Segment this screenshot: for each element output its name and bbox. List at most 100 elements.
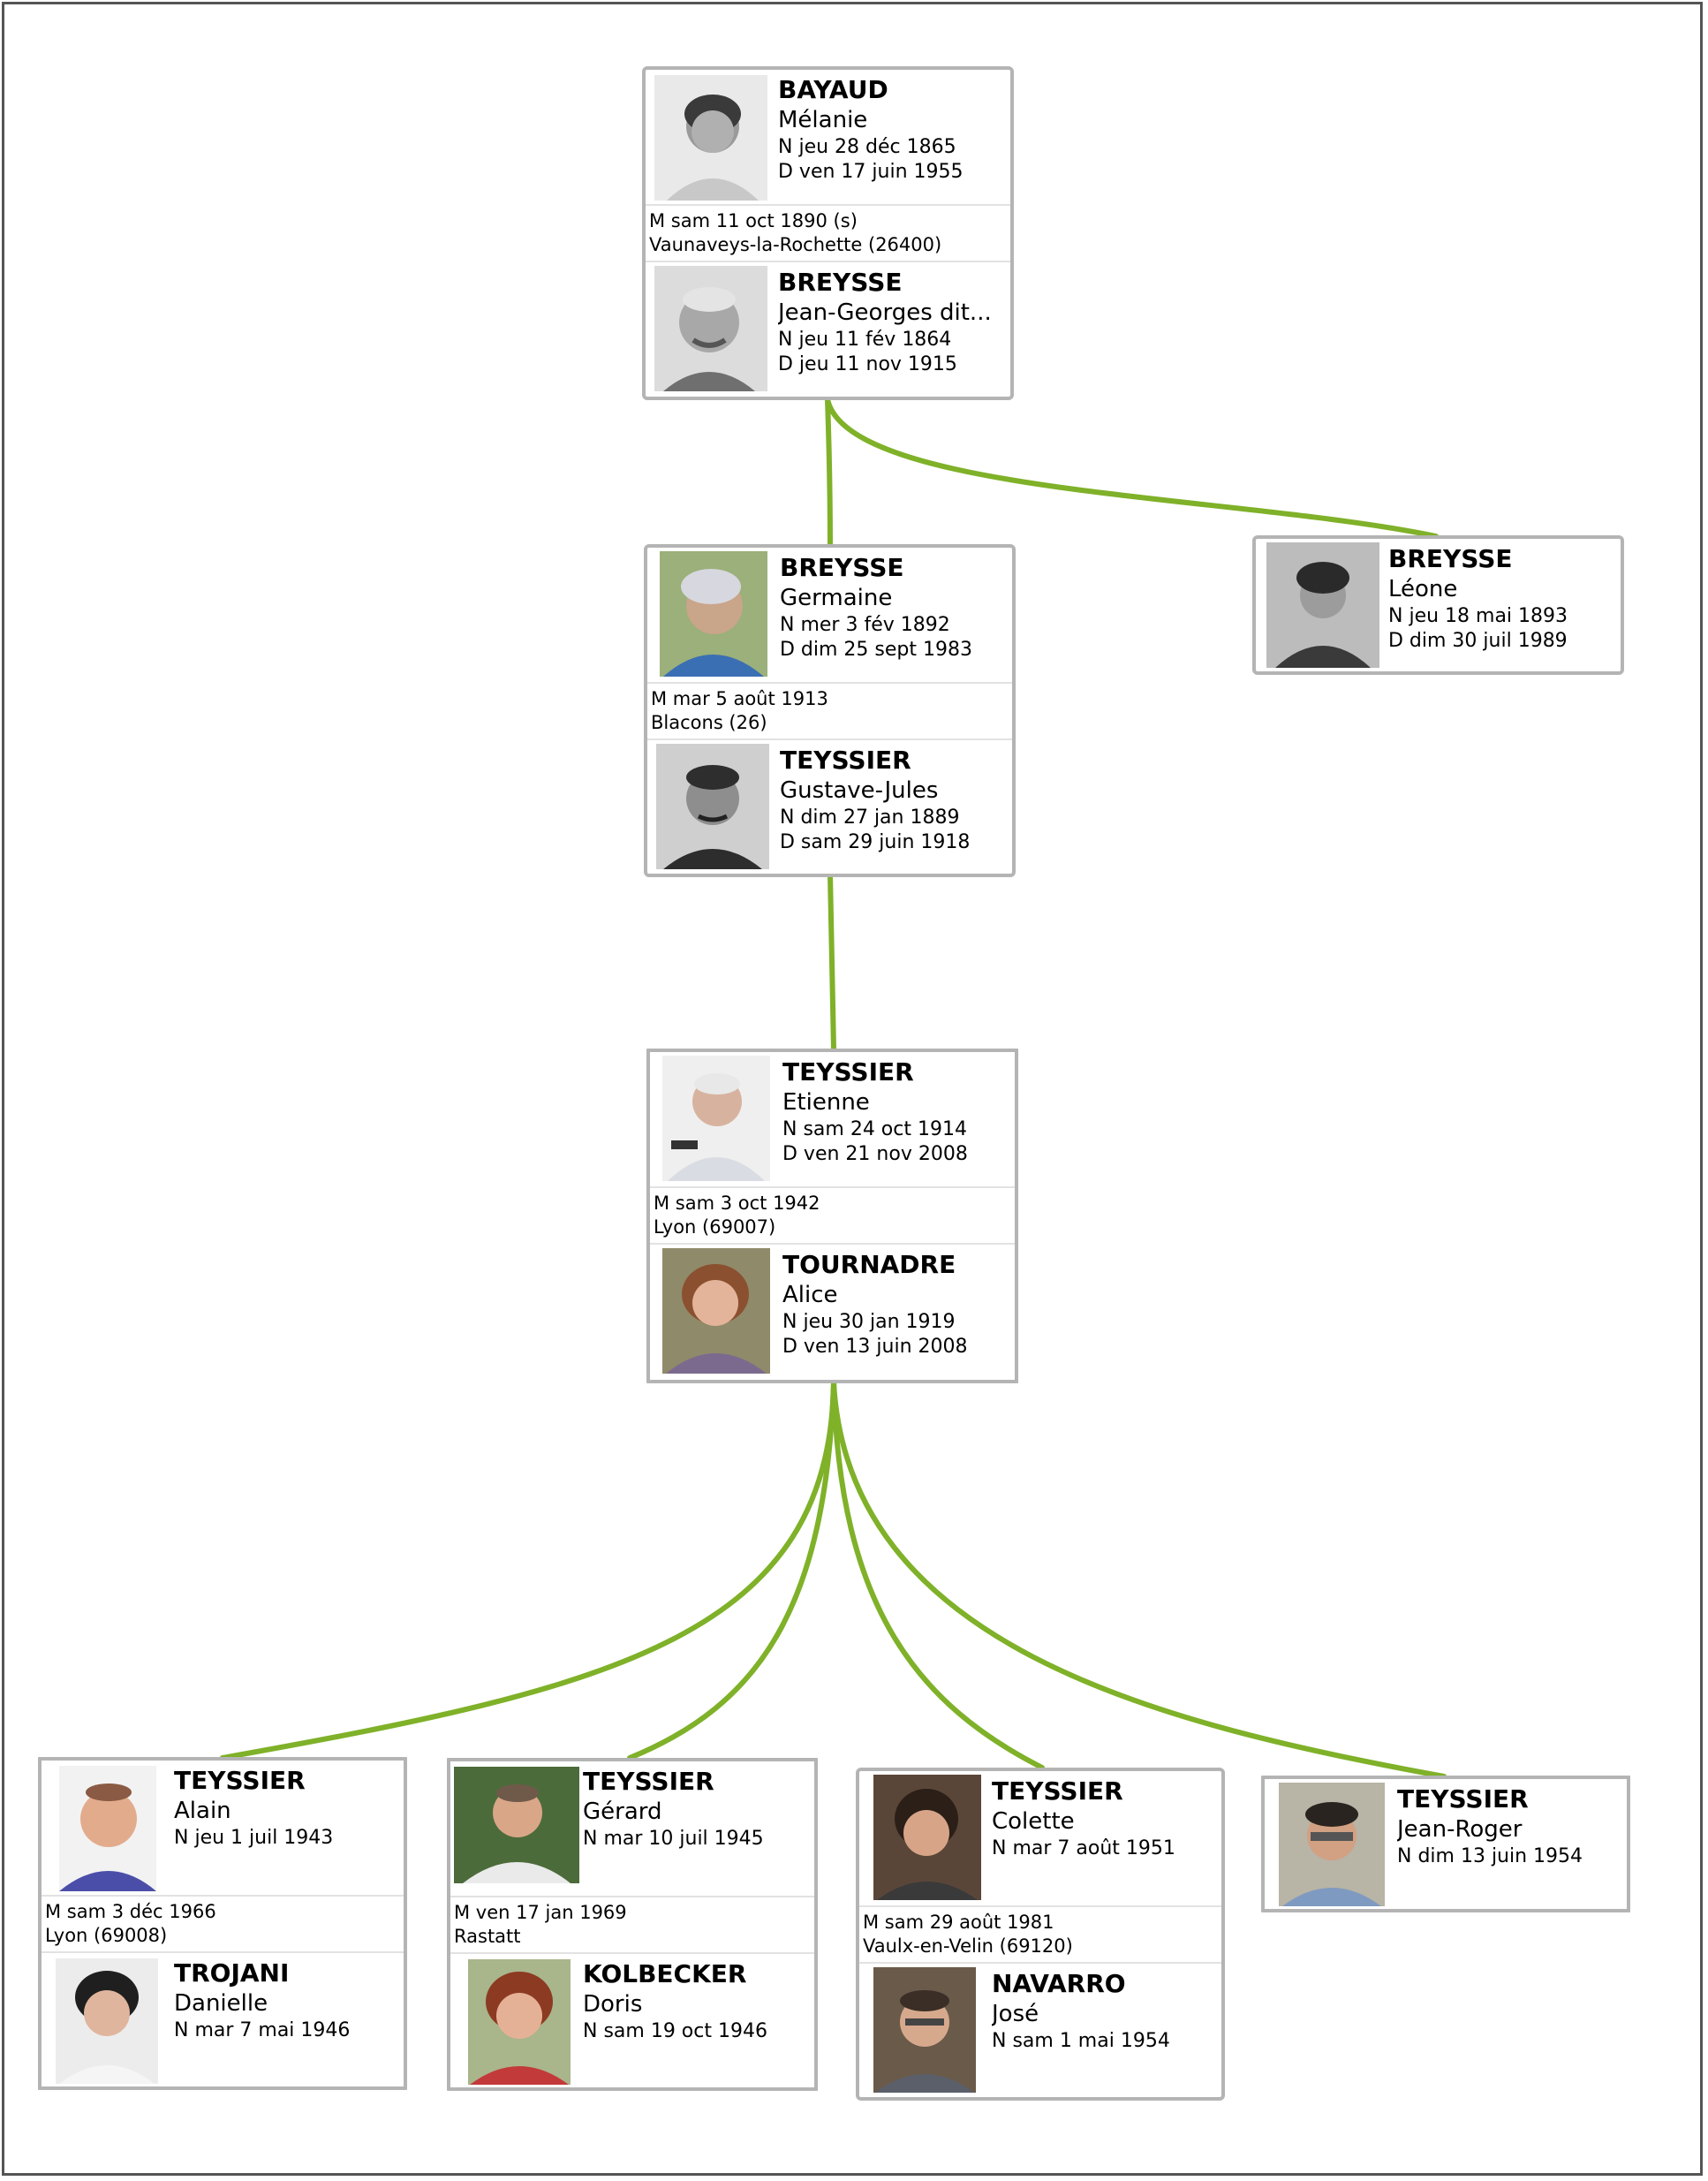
link-g1-g2 — [825, 397, 833, 548]
person-teyssier-jean-roger[interactable]: TEYSSIER Jean-Roger N dim 13 juin 1954 — [1265, 1779, 1627, 1909]
portrait-photo — [873, 1775, 981, 1900]
birth-date: N mar 7 août 1951 — [992, 1837, 1175, 1859]
surname: TEYSSIER — [782, 1057, 914, 1087]
given-name: Jean-Roger — [1397, 1816, 1523, 1843]
surname: NAVARRO — [992, 1969, 1126, 1998]
marriage-info: M sam 11 oct 1890 (s) Vaunaveys-la-Roche… — [646, 204, 1010, 262]
death-date: D dim 25 sept 1983 — [780, 639, 972, 661]
given-name: Gérard — [583, 1799, 662, 1825]
marriage-place: Rastatt — [454, 1926, 521, 1947]
marriage-place: Lyon (69008) — [45, 1925, 168, 1946]
birth-date: N sam 1 mai 1954 — [992, 2030, 1170, 2052]
marriage-date: M sam 3 oct 1942 — [654, 1193, 820, 1214]
link-g1-g2b — [825, 397, 1439, 539]
birth-date: N mar 7 mai 1946 — [174, 2019, 351, 2041]
birth-date: N dim 13 juin 1954 — [1397, 1845, 1583, 1867]
given-name: Doris — [583, 1991, 643, 2018]
person-trojani-danielle[interactable]: TROJANI Danielle N mar 7 mai 1946 — [42, 1953, 404, 2087]
death-date: D dim 30 juil 1989 — [1388, 630, 1568, 652]
surname: TEYSSIER — [1397, 1784, 1529, 1814]
person-bayaud-melanie[interactable]: BAYAUD Mélanie N jeu 28 déc 1865 D ven 1… — [646, 70, 1010, 204]
marriage-date: M sam 29 août 1981 — [863, 1912, 1054, 1933]
person-breysse-jean-georges[interactable]: BREYSSE Jean-Georges dit... N jeu 11 fév… — [646, 262, 1010, 395]
birth-date: N mar 10 juil 1945 — [583, 1828, 764, 1850]
birth-date: N jeu 30 jan 1919 — [782, 1311, 956, 1333]
given-name: Léone — [1388, 576, 1458, 602]
marriage-place: Lyon (69007) — [654, 1216, 776, 1238]
portrait-photo — [56, 1958, 158, 2084]
person-navarro-jose[interactable]: NAVARRO José N sam 1 mai 1954 — [859, 1964, 1221, 2098]
link-g3-g4b — [627, 1380, 836, 1761]
marriage-info: M ven 17 jan 1969 Rastatt — [450, 1896, 814, 1954]
birth-date: N mer 3 fév 1892 — [780, 614, 950, 636]
surname: TEYSSIER — [174, 1766, 306, 1795]
given-name: Gustave-Jules — [780, 777, 939, 804]
given-name: Jean-Georges dit... — [778, 299, 992, 326]
birth-date: N dim 27 jan 1889 — [780, 807, 960, 829]
marriage-date: M ven 17 jan 1969 — [454, 1902, 627, 1923]
marriage-place: Vaulx-en-Velin (69120) — [863, 1935, 1073, 1957]
person-teyssier-gustave-jules[interactable]: TEYSSIER Gustave-Jules N dim 27 jan 1889… — [647, 740, 1012, 873]
surname: TEYSSIER — [992, 1776, 1123, 1806]
family-card-g2[interactable]: BREYSSE Germaine N mer 3 fév 1892 D dim … — [644, 544, 1016, 877]
portrait-photo — [873, 1967, 976, 2093]
birth-date: N jeu 28 déc 1865 — [778, 136, 956, 158]
marriage-date: M mar 5 août 1913 — [651, 688, 828, 709]
birth-date: N jeu 11 fév 1864 — [778, 329, 952, 351]
marriage-info: M sam 29 août 1981 Vaulx-en-Velin (69120… — [859, 1905, 1221, 1964]
given-name: Germaine — [780, 585, 893, 611]
family-card-g1[interactable]: BAYAUD Mélanie N jeu 28 déc 1865 D ven 1… — [642, 66, 1014, 400]
family-card-g2b[interactable]: BREYSSE Léone N jeu 18 mai 1893 D dim 30… — [1252, 535, 1624, 675]
portrait-photo — [654, 75, 767, 201]
person-kolbecker-doris[interactable]: KOLBECKER Doris N sam 19 oct 1946 — [450, 1954, 814, 2088]
person-teyssier-colette[interactable]: TEYSSIER Colette N mar 7 août 1951 — [859, 1771, 1221, 1905]
surname: BREYSSE — [780, 553, 904, 582]
family-card-g4d[interactable]: TEYSSIER Jean-Roger N dim 13 juin 1954 — [1261, 1776, 1630, 1912]
marriage-info: M sam 3 oct 1942 Lyon (69007) — [650, 1186, 1015, 1245]
link-g3-g4c — [831, 1380, 1045, 1770]
surname: KOLBECKER — [583, 1959, 747, 1988]
family-card-g3[interactable]: TEYSSIER Etienne N sam 24 oct 1914 D ven… — [646, 1049, 1018, 1383]
portrait-photo — [1279, 1783, 1385, 1906]
portrait-photo — [662, 1056, 770, 1181]
death-date: D sam 29 juin 1918 — [780, 831, 971, 853]
person-teyssier-gerard[interactable]: TEYSSIER Gérard N mar 10 juil 1945 — [450, 1761, 814, 1896]
portrait-photo — [662, 1248, 770, 1374]
family-card-g4b[interactable]: TEYSSIER Gérard N mar 10 juil 1945 M ven… — [447, 1758, 818, 2091]
surname: BAYAUD — [778, 75, 888, 104]
given-name: Alain — [174, 1798, 231, 1824]
portrait-photo — [656, 744, 769, 869]
surname: BREYSSE — [1388, 544, 1513, 573]
link-g2-g3 — [828, 872, 836, 1052]
marriage-info: M sam 3 déc 1966 Lyon (69008) — [42, 1895, 404, 1953]
person-breysse-germaine[interactable]: BREYSSE Germaine N mer 3 fév 1892 D dim … — [647, 548, 1012, 682]
given-name: José — [992, 2001, 1039, 2027]
portrait-photo — [654, 266, 767, 391]
family-card-g4c[interactable]: TEYSSIER Colette N mar 7 août 1951 M sam… — [856, 1768, 1225, 2101]
death-date: D jeu 11 nov 1915 — [778, 353, 957, 375]
marriage-date: M sam 3 déc 1966 — [45, 1901, 216, 1922]
birth-date: N sam 24 oct 1914 — [782, 1118, 967, 1140]
portrait-photo — [59, 1766, 156, 1891]
death-date: D ven 13 juin 2008 — [782, 1336, 968, 1358]
surname: TOURNADRE — [782, 1250, 956, 1279]
given-name: Danielle — [174, 1990, 268, 2017]
birth-date: N sam 19 oct 1946 — [583, 2020, 767, 2042]
person-breysse-leone[interactable]: BREYSSE Léone N jeu 18 mai 1893 D dim 30… — [1256, 539, 1621, 671]
portrait-photo — [454, 1767, 579, 1883]
marriage-place: Vaunaveys-la-Rochette (26400) — [649, 234, 942, 255]
given-name: Mélanie — [778, 107, 868, 133]
family-card-g4a[interactable]: TEYSSIER Alain N jeu 1 juil 1943 M sam 3… — [38, 1757, 407, 2090]
given-name: Colette — [992, 1808, 1075, 1835]
death-date: D ven 21 nov 2008 — [782, 1143, 968, 1165]
person-tournadre-alice[interactable]: TOURNADRE Alice N jeu 30 jan 1919 D ven … — [650, 1245, 1015, 1379]
given-name: Alice — [782, 1282, 838, 1308]
person-teyssier-alain[interactable]: TEYSSIER Alain N jeu 1 juil 1943 — [42, 1761, 404, 1895]
marriage-place: Blacons (26) — [651, 712, 767, 733]
person-teyssier-etienne[interactable]: TEYSSIER Etienne N sam 24 oct 1914 D ven… — [650, 1052, 1015, 1186]
marriage-date: M sam 11 oct 1890 (s) — [649, 210, 858, 231]
birth-date: N jeu 18 mai 1893 — [1388, 605, 1568, 627]
portrait-photo — [1266, 542, 1379, 668]
